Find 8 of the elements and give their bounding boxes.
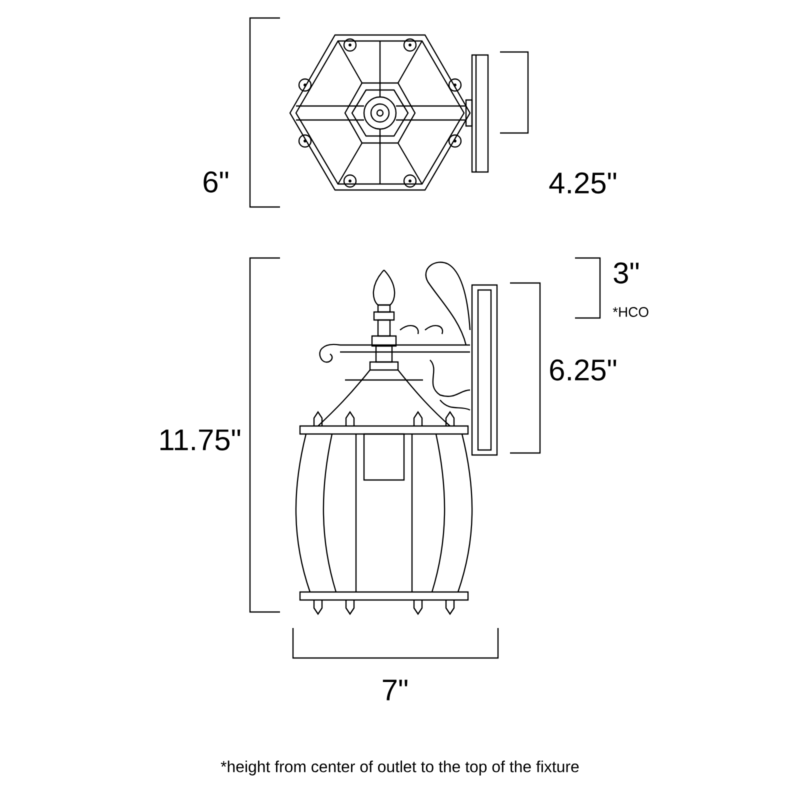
dimension-label: *HCO bbox=[612, 307, 648, 317]
footnote: *height from center of outlet to the top of the fixture bbox=[220, 760, 579, 776]
dimension-label: 6.25" bbox=[550, 359, 616, 381]
dimension-label: 4.25" bbox=[549, 172, 616, 194]
dimension-label: 3" bbox=[614, 262, 639, 284]
dimension-label: 7" bbox=[382, 680, 408, 700]
dimension-label: 6" bbox=[204, 171, 228, 193]
dimension-label: 11.75" bbox=[160, 430, 240, 450]
